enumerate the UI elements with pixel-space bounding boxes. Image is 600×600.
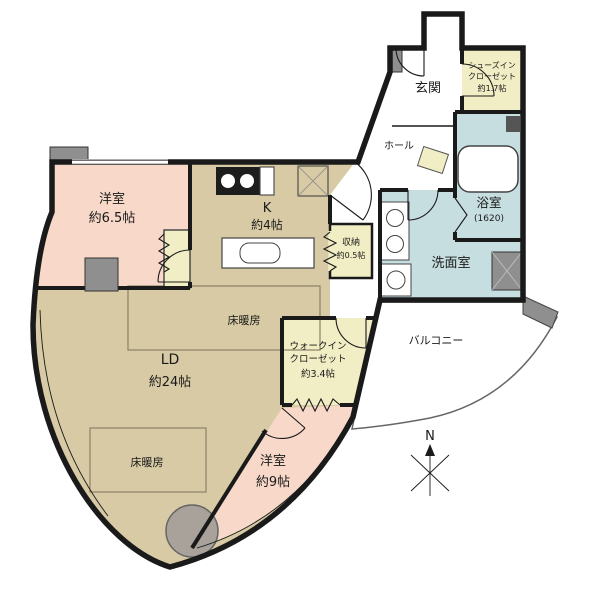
window-lines: [72, 159, 168, 165]
wic-size: 約3.4帖: [301, 368, 336, 380]
burner-icon: [221, 174, 235, 188]
grill-icon: [259, 166, 275, 196]
storage-area: [328, 222, 374, 280]
door-bath-fold: [454, 197, 468, 233]
storage-size: 約0.5帖: [337, 250, 366, 260]
door-front: [395, 47, 425, 77]
fridge-space-icon: [297, 165, 329, 197]
hall-area: [330, 48, 462, 318]
floor-heating-label-2: 床暖房: [131, 455, 164, 469]
shoes-closet-area: [462, 48, 523, 112]
north-compass: N: [410, 429, 450, 496]
wic-label-2: クローゼット: [289, 353, 346, 365]
door-living: [329, 161, 372, 221]
north-label: N: [425, 429, 435, 444]
shoes-closet-label-1: シューズイン: [468, 60, 516, 70]
entrance-label: 玄関: [415, 81, 441, 96]
door-shoes-closet: [461, 63, 495, 97]
door-bedroom2: [261, 407, 306, 440]
wall-segment: [190, 428, 268, 550]
balcony-wall-stub: [522, 295, 559, 329]
washroom-area: [380, 190, 523, 300]
floor-heating-label-1: 床暖房: [228, 313, 261, 327]
bath-size: (1620): [474, 214, 504, 224]
wall-segment: [455, 110, 523, 242]
bedroom2-size: 約9帖: [256, 475, 290, 490]
door-storage-accordion: [322, 231, 338, 272]
window: [72, 159, 168, 165]
washroom-fixtures: [380, 201, 412, 297]
labels: 洋室 約6.5帖 K 約4帖 LD 約24帖 床暖房 床暖房 洋室 約9帖 ウォ…: [89, 60, 516, 490]
hall-bench-icon: [416, 145, 450, 175]
compass-lines: [410, 452, 450, 496]
doors: [157, 47, 495, 440]
outer-wall: [30, 11, 526, 570]
bedroom1-label: 洋室: [99, 191, 125, 207]
kitchen-label: K: [263, 201, 272, 216]
fridge-cross-icon: [297, 165, 329, 197]
bedroom1-size: 約6.5帖: [89, 211, 136, 226]
window-arc-line: [196, 423, 349, 549]
bathtub-icon: [457, 145, 519, 193]
door-wic: [335, 317, 367, 349]
door-bedroom1: [157, 249, 191, 283]
washer-icon: [380, 263, 412, 297]
pillar: [84, 257, 119, 292]
balcony-label: バルコニー: [409, 334, 464, 347]
kitchen-size: 約4帖: [251, 217, 283, 232]
washroom-label: 洗面室: [431, 255, 470, 271]
balcony-area: [351, 301, 559, 430]
kitchen-fixtures: [216, 165, 329, 269]
bedroom1-area: [36, 162, 190, 288]
bedroom2-area: [192, 405, 356, 548]
bath-label: 浴室: [476, 195, 501, 210]
basin-icon: [386, 235, 404, 253]
bath-counter-icon: [506, 116, 520, 132]
wic-label-1: ウォークイン: [289, 341, 346, 352]
pillar-hatch: [491, 251, 523, 291]
round-table-icon: [165, 504, 219, 558]
living-label: LD: [161, 352, 180, 368]
hall-label: ホール: [384, 140, 414, 152]
window-arc-line: [39, 309, 109, 517]
washer-drum-icon: [386, 270, 406, 290]
shoes-closet-label-2: クローゼット: [468, 71, 516, 81]
north-arrow-icon: [425, 444, 435, 456]
living-size: 約24帖: [149, 375, 192, 390]
sink-icon: [239, 242, 281, 264]
bedroom2-label: 洋室: [260, 453, 286, 469]
door-washroom: [407, 189, 439, 221]
pillars: [49, 49, 523, 292]
floor-heating-zone-2: [89, 427, 207, 493]
windows: [39, 159, 349, 549]
wic-area: [282, 318, 376, 405]
storage-label: 収納: [342, 236, 360, 248]
basin-icon: [386, 209, 404, 227]
door-closet-accordion: [157, 233, 171, 273]
burner-icon: [240, 174, 254, 188]
duct-space: [424, 14, 462, 48]
door-wic-accordion: [291, 397, 341, 413]
shoes-closet-size: 約1.7帖: [478, 83, 507, 93]
